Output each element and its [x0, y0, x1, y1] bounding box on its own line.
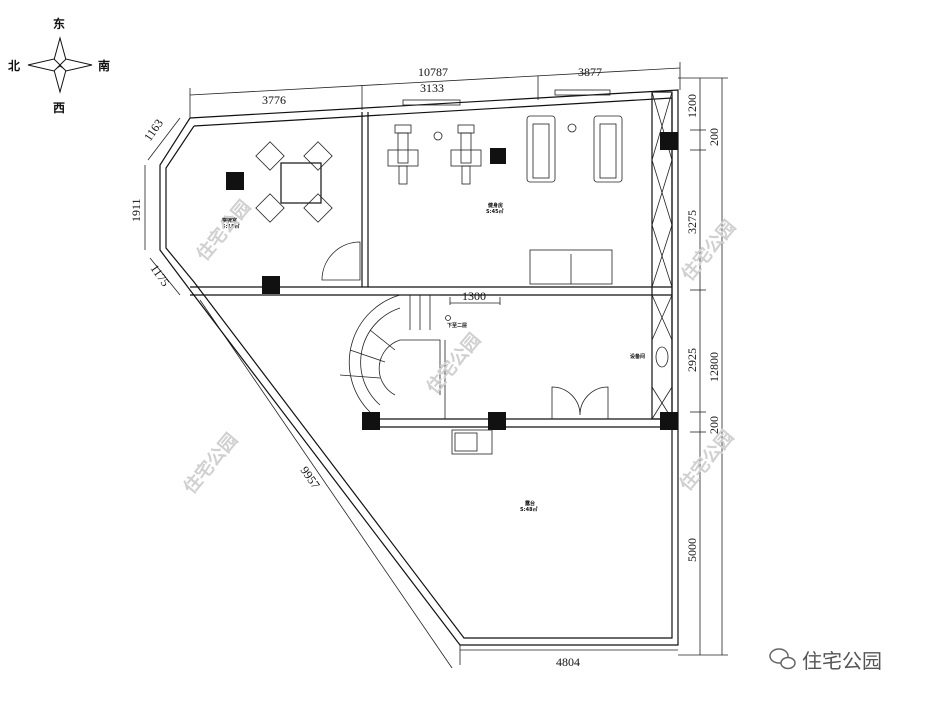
- treadmill: [593, 115, 623, 183]
- dim-bottom: 4804: [556, 655, 580, 669]
- dim-top-right: 3877: [578, 65, 602, 79]
- dim-top-mid: 3133: [420, 81, 444, 95]
- dim-right-4: 2925: [685, 348, 699, 372]
- dim-left-side: 1911: [129, 198, 143, 222]
- dim-right-1: 1200: [685, 94, 699, 118]
- room-area-gym: S:45㎡: [486, 208, 504, 215]
- cabinet: [226, 172, 244, 190]
- double-door: [551, 386, 609, 419]
- dim-right-3: 3275: [685, 210, 699, 234]
- watermark: 住宅公园: [192, 196, 255, 265]
- watermark: 住宅公园: [179, 429, 242, 498]
- watermark: 住宅公园: [675, 426, 738, 495]
- wechat-icon: [769, 648, 789, 664]
- spiral-staircase: [339, 294, 446, 419]
- compass-west: 西: [53, 101, 65, 115]
- dim-right-total: 12800: [707, 352, 721, 382]
- room-area-terrace: S:48㎡: [520, 506, 538, 513]
- dim-top-total: 10787: [418, 65, 448, 79]
- compass-east: 东: [53, 16, 65, 31]
- walls: [159, 89, 679, 646]
- dim-right-5: 200: [707, 416, 721, 434]
- wechat-logo: 住宅公园: [769, 648, 882, 673]
- room-label-gym: 健身房: [488, 202, 503, 209]
- room-area-chess: S:18㎡: [222, 223, 240, 230]
- compass-north: 北: [8, 58, 20, 73]
- room-label-chess: 棋牌室: [222, 217, 237, 224]
- furniture: [226, 115, 669, 455]
- dim-diagonal: 9957: [298, 464, 323, 492]
- room-label-terrace: 露台: [525, 500, 535, 507]
- dim-left-chamfer-top: 1163: [141, 116, 166, 143]
- dim-left-chamfer-bottom: 1175: [148, 262, 173, 289]
- compass: 东 南 西 北: [8, 16, 110, 115]
- room-label-equipment: 设备间: [630, 353, 645, 360]
- gym-machine: [387, 124, 482, 185]
- door-swing: [321, 241, 361, 281]
- dim-right-6: 5000: [685, 538, 699, 562]
- card-table: [280, 162, 322, 204]
- watermark: 住宅公园: [422, 329, 485, 398]
- treadmill: [526, 115, 556, 183]
- logo-text: 住宅公园: [802, 649, 882, 673]
- dim-right-2: 200: [707, 128, 721, 146]
- sink: [451, 429, 493, 455]
- compass-south: 南: [98, 58, 110, 73]
- dim-top-left: 3776: [262, 93, 286, 107]
- dimension-lines: [144, 62, 728, 669]
- dim-opening: 1300: [462, 289, 486, 303]
- stair-note: 下至二层: [447, 322, 467, 329]
